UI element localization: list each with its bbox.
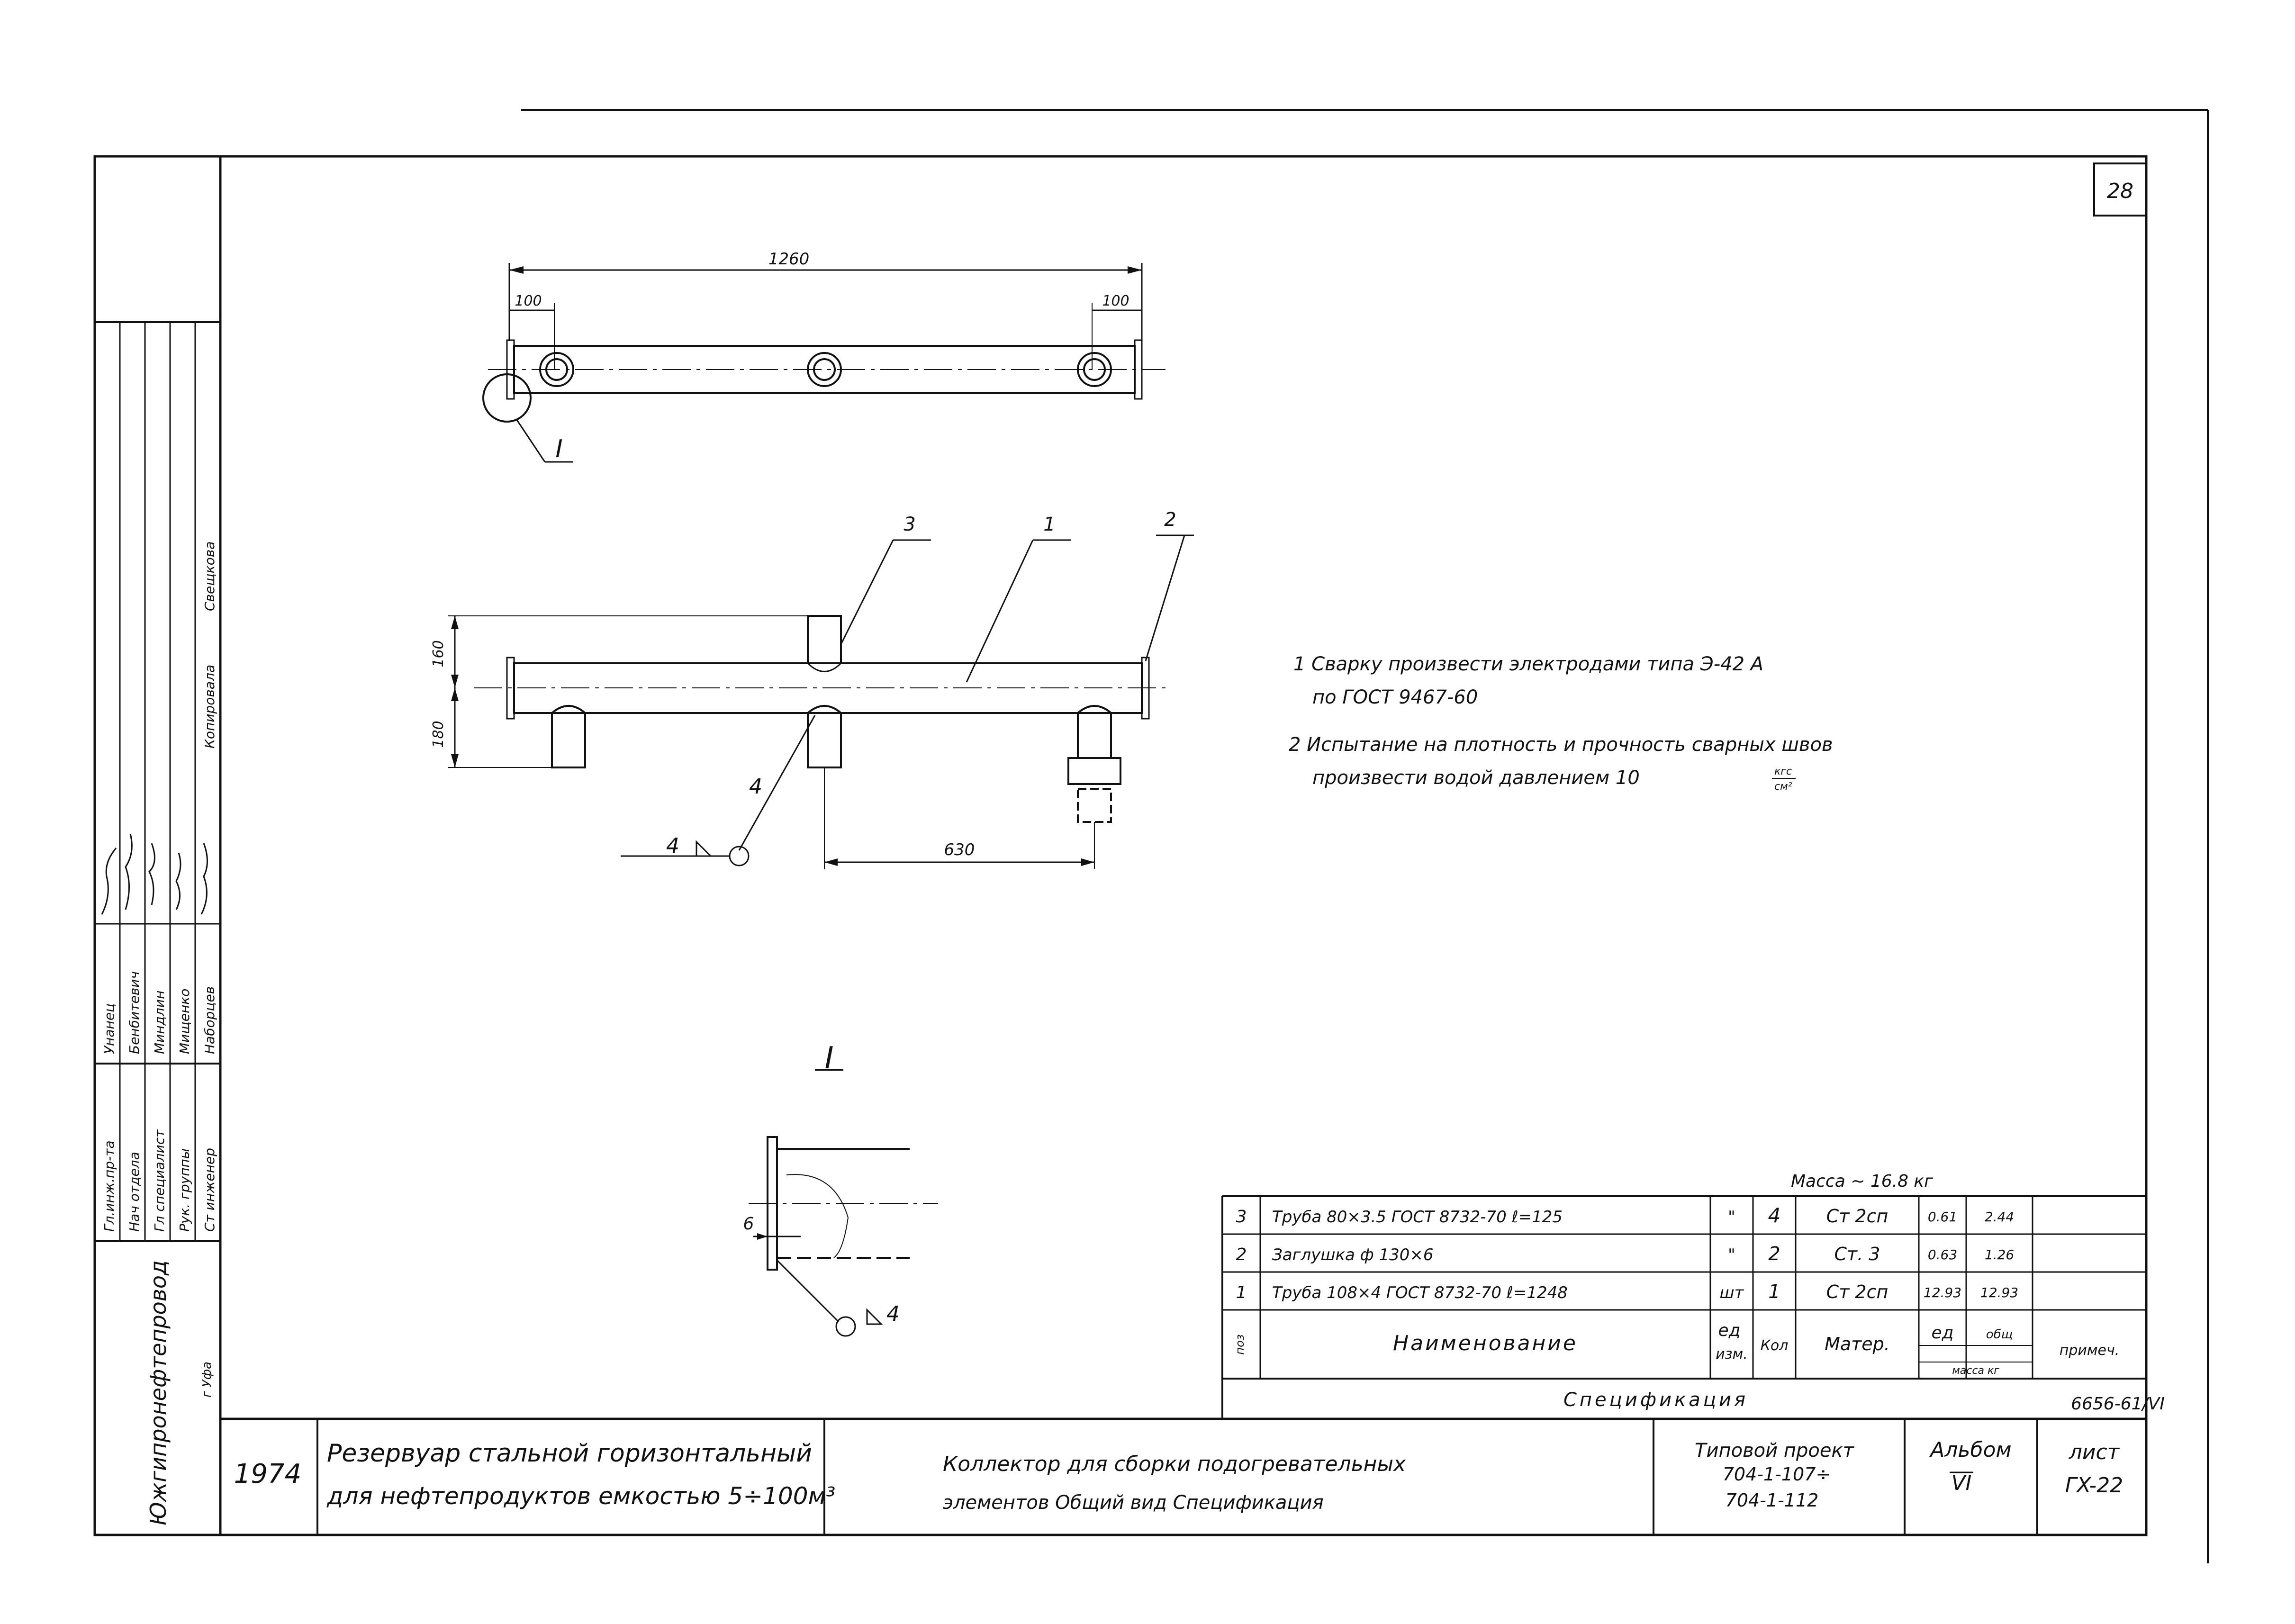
sheet-number: 28	[2107, 179, 2133, 203]
spec-row-1-mass-total: 12.93	[1980, 1285, 2018, 1300]
note-unit-top: кгс	[1774, 766, 1792, 777]
title-drawing-1: Коллектор для сборки подогревательных	[943, 1452, 1406, 1476]
sheet-number-box: 28	[2093, 162, 2147, 217]
signature-scribbles	[101, 833, 208, 915]
spec-head-unit-2: изм.	[1716, 1346, 1748, 1362]
side-block: Гл.инж.пр-та Нач отдела Гл специалист Ру…	[95, 321, 220, 1525]
title-project-2: 704-1-112	[1726, 1490, 1819, 1511]
title-sheet-label: лист	[2069, 1440, 2120, 1464]
side-copied-name: Свещкова	[202, 541, 217, 611]
spec-head-mass-unit: ед	[1931, 1323, 1953, 1343]
title-sheet: ГX-22	[2065, 1473, 2123, 1498]
dim-100-left: 100	[515, 293, 542, 309]
side-name-1: Унанец	[101, 1003, 117, 1054]
title-block: 1974 Резервуар стальной горизонтальный д…	[234, 1419, 2123, 1535]
top-view: 1260 100 100 I	[482, 250, 1166, 463]
dim-180: 180	[430, 721, 447, 748]
spec-row-2-pos: 2	[1236, 1245, 1247, 1264]
side-city: г Уфа	[200, 1362, 214, 1398]
notes: 1 Сварку произвести электродами типа Э-4…	[1289, 653, 1833, 793]
detail-view: I 6 4	[743, 1041, 938, 1337]
spec-row-2-mass-unit: 0.63	[1928, 1247, 1957, 1263]
detail-weld-label: 4	[886, 1302, 900, 1326]
side-name-3: Миндлин	[152, 991, 167, 1054]
spec-row-3-pos: 3	[1236, 1207, 1247, 1227]
spec-row-1-unit: шт	[1720, 1283, 1744, 1302]
spec-row-2-name: Заглушка ф 130×6	[1272, 1245, 1434, 1264]
spec-table: Масса ~ 16.8 кг 3 Труба 80×3.5 ГОСТ 8732…	[1221, 1172, 2165, 1419]
spec-row-3-name: Труба 80×3.5 ГОСТ 8732-70 ℓ=125	[1272, 1208, 1563, 1227]
side-role-4: Рук. группы	[177, 1148, 192, 1232]
title-project-label: Типовой проект	[1695, 1440, 1855, 1462]
side-org: Южгипронефтепровод	[145, 1260, 171, 1525]
callout-3: 3	[904, 514, 915, 535]
spec-row-1-pos: 1	[1236, 1283, 1247, 1302]
side-role-1: Гл.инж.пр-та	[101, 1140, 117, 1232]
callout-1: 1	[1043, 514, 1055, 535]
note-unit-bottom: см²	[1774, 781, 1792, 793]
detail-title: I	[825, 1041, 834, 1076]
weld-leader-label: 4	[749, 775, 762, 799]
title-album-label: Альбом	[1929, 1438, 2011, 1462]
side-role-3: Гл специалист	[152, 1129, 167, 1232]
spec-row-2-qty: 2	[1768, 1243, 1780, 1265]
dim-100-right: 100	[1102, 293, 1129, 309]
side-copied-label: Копировала	[202, 665, 217, 749]
title-project-1: 704-1-107÷	[1723, 1464, 1831, 1485]
spec-code: 6656-61/VI	[2071, 1394, 2165, 1414]
side-name-5: Наборцев	[202, 986, 217, 1054]
callout-2: 2	[1164, 509, 1176, 531]
spec-row-2-mass-total: 1.26	[1985, 1247, 2014, 1263]
spec-row-2-mat: Ст. 3	[1834, 1244, 1880, 1264]
spec-row-3-mass-total: 2.44	[1985, 1209, 2014, 1225]
side-name-2: Бенбитевич	[126, 971, 142, 1054]
note-line-2: по ГОСТ 9467-60	[1312, 686, 1478, 708]
spec-row-3-qty: 4	[1768, 1204, 1781, 1227]
spec-row-3-mat: Ст 2сп	[1826, 1206, 1888, 1227]
spec-head-mass-kg: масса кг	[1952, 1365, 1999, 1377]
dim-6: 6	[743, 1214, 754, 1234]
front-view: 160 180 630 3 1 2 4 4	[430, 509, 1194, 869]
spec-row-1-mass-unit: 12.93	[1924, 1285, 1961, 1300]
title-object-2: для нефтепродуктов емкостью 5÷100м³	[326, 1482, 835, 1510]
side-name-4: Мищенко	[177, 989, 192, 1054]
spec-row-1-name: Труба 108×4 ГОСТ 8732-70 ℓ=1248	[1272, 1283, 1568, 1302]
spec-head-qty: Кол	[1761, 1337, 1789, 1354]
title-year: 1974	[234, 1459, 302, 1489]
note-line-4: произвести водой давлением 10	[1312, 767, 1640, 789]
section-mark-I: I	[555, 435, 562, 463]
spec-mass: Масса ~ 16.8 кг	[1791, 1172, 1934, 1191]
spec-row-3-unit: "	[1728, 1208, 1735, 1227]
title-drawing-2: элементов Общий вид Спецификация	[943, 1492, 1324, 1514]
spec-head-note: примеч.	[2060, 1342, 2120, 1359]
spec-row-1-qty: 1	[1768, 1281, 1780, 1303]
weld-label-front: 4	[666, 834, 679, 858]
side-role-2: Нач отдела	[126, 1152, 142, 1232]
dim-1260: 1260	[768, 250, 810, 269]
spec-head-unit-1: ед	[1718, 1321, 1740, 1340]
title-album: VI	[1951, 1471, 1971, 1495]
note-line-3: 2 Испытание на плотность и прочность сва…	[1289, 734, 1833, 756]
spec-caption: Спецификация	[1563, 1389, 1748, 1411]
side-role-5: Ст инженер	[202, 1148, 217, 1232]
spec-row-2-unit: "	[1728, 1245, 1735, 1264]
spec-row-3-mass-unit: 0.61	[1928, 1209, 1957, 1225]
spec-head-name: Наименование	[1393, 1331, 1578, 1355]
spec-row-1-mat: Ст 2сп	[1826, 1281, 1888, 1302]
dim-630: 630	[944, 840, 975, 859]
spec-head-mat: Матер.	[1825, 1334, 1890, 1354]
spec-head-mass-total: общ	[1986, 1327, 2013, 1342]
dim-160: 160	[430, 640, 447, 667]
note-line-1: 1 Сварку произвести электродами типа Э-4…	[1293, 653, 1763, 675]
sheet-frame	[93, 109, 2209, 1563]
spec-head-pos: поз	[1233, 1334, 1247, 1354]
title-object-1: Резервуар стальной горизонтальный	[327, 1439, 812, 1468]
